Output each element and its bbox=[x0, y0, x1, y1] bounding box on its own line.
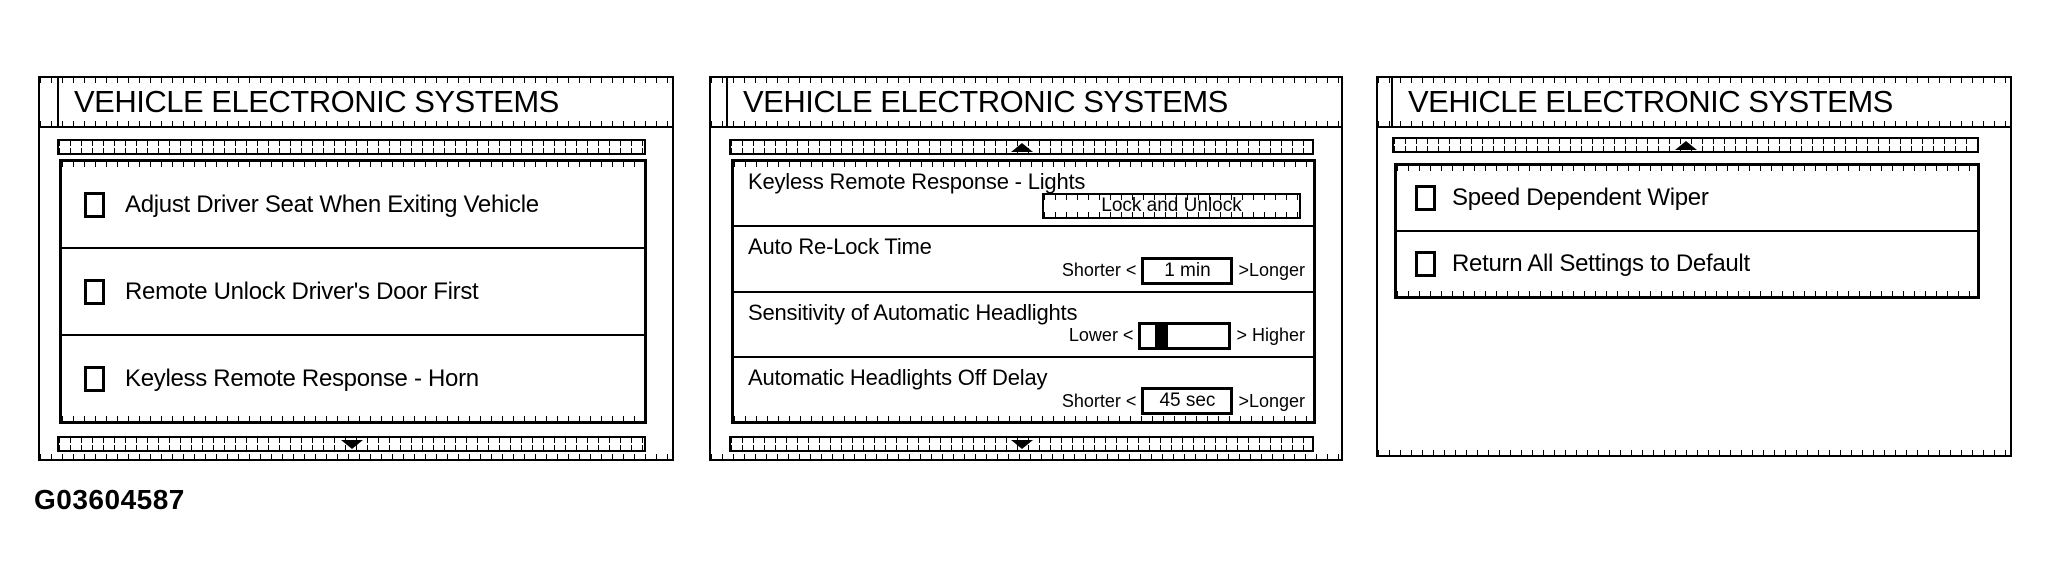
list-item-keyless-remote-horn[interactable]: Keyless Remote Response - Horn bbox=[62, 334, 644, 421]
adjust-driver-seat-checkbox[interactable] bbox=[84, 191, 105, 218]
setting-row-auto-relock-time[interactable]: Auto Re-Lock Time Shorter < 1 min >Longe… bbox=[734, 225, 1313, 290]
off-delay-control: Shorter < 45 sec >Longer bbox=[1062, 387, 1305, 415]
setting-row-headlights-off-delay[interactable]: Automatic Headlights Off Delay Shorter <… bbox=[734, 355, 1313, 421]
screen-1-scrollbar-top[interactable] bbox=[57, 139, 646, 155]
header-spacer-cell bbox=[711, 78, 728, 126]
screen-3-header: VEHICLE ELECTRONIC SYSTEMS bbox=[1378, 78, 2010, 128]
screen-2-settings-list: Keyless Remote Response - Lights Lock an… bbox=[731, 159, 1316, 424]
sensitivity-slider[interactable] bbox=[1138, 321, 1232, 350]
off-delay-value: 45 sec bbox=[1141, 387, 1234, 415]
scroll-up-icon[interactable] bbox=[1010, 142, 1033, 152]
keyless-remote-horn-checkbox[interactable] bbox=[84, 365, 105, 392]
settings-screen-2: VEHICLE ELECTRONIC SYSTEMS Keyless Remot… bbox=[709, 76, 1343, 461]
item-label: Remote Unlock Driver's Door First bbox=[125, 277, 479, 305]
sensitivity-control: Lower < > Higher bbox=[1068, 321, 1305, 350]
return-settings-default-checkbox[interactable] bbox=[1415, 251, 1436, 277]
screen-3-scrollbar-top[interactable] bbox=[1392, 137, 1979, 153]
setting-label: Automatic Headlights Off Delay bbox=[748, 364, 1048, 390]
lower-hint-label[interactable]: Lower < bbox=[1068, 325, 1134, 346]
auto-relock-control: Shorter < 1 min >Longer bbox=[1061, 256, 1305, 285]
list-item-return-settings-default[interactable]: Return All Settings to Default bbox=[1397, 230, 1977, 296]
increase-hint-label[interactable]: >Longer bbox=[1238, 260, 1305, 280]
speed-dependent-wiper-checkbox[interactable] bbox=[1415, 185, 1436, 211]
header-spacer-cell bbox=[1378, 78, 1393, 126]
higher-hint-label[interactable]: > Higher bbox=[1236, 325, 1305, 346]
screen-1-settings-list: Adjust Driver Seat When Exiting Vehicle … bbox=[59, 159, 647, 424]
setting-label: Sensitivity of Automatic Headlights bbox=[748, 299, 1078, 325]
setting-row-keyless-lights[interactable]: Keyless Remote Response - Lights Lock an… bbox=[734, 162, 1313, 225]
list-item-adjust-driver-seat[interactable]: Adjust Driver Seat When Exiting Vehicle bbox=[62, 162, 644, 247]
screen-2-scrollbar-bottom[interactable] bbox=[729, 436, 1314, 452]
list-item-remote-unlock-door[interactable]: Remote Unlock Driver's Door First bbox=[62, 247, 644, 334]
decrease-hint-label[interactable]: Shorter < bbox=[1061, 390, 1137, 411]
item-label: Keyless Remote Response - Horn bbox=[125, 364, 479, 392]
increase-hint-label[interactable]: >Longer bbox=[1238, 390, 1305, 411]
scroll-up-icon[interactable] bbox=[1674, 140, 1697, 150]
remote-unlock-door-checkbox[interactable] bbox=[84, 278, 105, 305]
item-label: Speed Dependent Wiper bbox=[1452, 184, 1709, 211]
screen-2-header: VEHICLE ELECTRONIC SYSTEMS bbox=[711, 78, 1341, 128]
screen-2-scrollbar-top[interactable] bbox=[729, 139, 1314, 155]
figure-id: G03604587 bbox=[34, 484, 185, 515]
auto-relock-value: 1 min bbox=[1141, 256, 1234, 285]
screen-2-title: VEHICLE ELECTRONIC SYSTEMS bbox=[743, 84, 1228, 119]
item-label: Adjust Driver Seat When Exiting Vehicle bbox=[125, 190, 539, 218]
setting-label: Keyless Remote Response - Lights bbox=[748, 169, 1086, 194]
list-item-speed-dependent-wiper[interactable]: Speed Dependent Wiper bbox=[1397, 166, 1977, 230]
screen-1-header: VEHICLE ELECTRONIC SYSTEMS bbox=[40, 78, 672, 128]
screen-1-title: VEHICLE ELECTRONIC SYSTEMS bbox=[74, 84, 559, 119]
slider-thumb-icon[interactable] bbox=[1155, 324, 1169, 347]
setting-row-headlight-sensitivity[interactable]: Sensitivity of Automatic Headlights Lowe… bbox=[734, 290, 1313, 356]
item-label: Return All Settings to Default bbox=[1452, 250, 1750, 277]
scroll-down-icon[interactable] bbox=[1010, 439, 1033, 449]
scroll-down-icon[interactable] bbox=[340, 439, 363, 449]
screen-1-scrollbar-bottom[interactable] bbox=[57, 436, 646, 452]
keyless-lights-value-button[interactable]: Lock and Unlock bbox=[1042, 193, 1301, 220]
settings-screen-3: VEHICLE ELECTRONIC SYSTEMS Speed Depende… bbox=[1376, 76, 2012, 457]
screen-3-title: VEHICLE ELECTRONIC SYSTEMS bbox=[1408, 84, 1893, 119]
decrease-hint-label[interactable]: Shorter < bbox=[1061, 260, 1137, 280]
screen-3-settings-list: Speed Dependent Wiper Return All Setting… bbox=[1394, 163, 1980, 299]
settings-screen-1: VEHICLE ELECTRONIC SYSTEMS Adjust Driver… bbox=[38, 76, 674, 461]
setting-label: Auto Re-Lock Time bbox=[748, 234, 932, 260]
header-spacer-cell bbox=[40, 78, 59, 126]
